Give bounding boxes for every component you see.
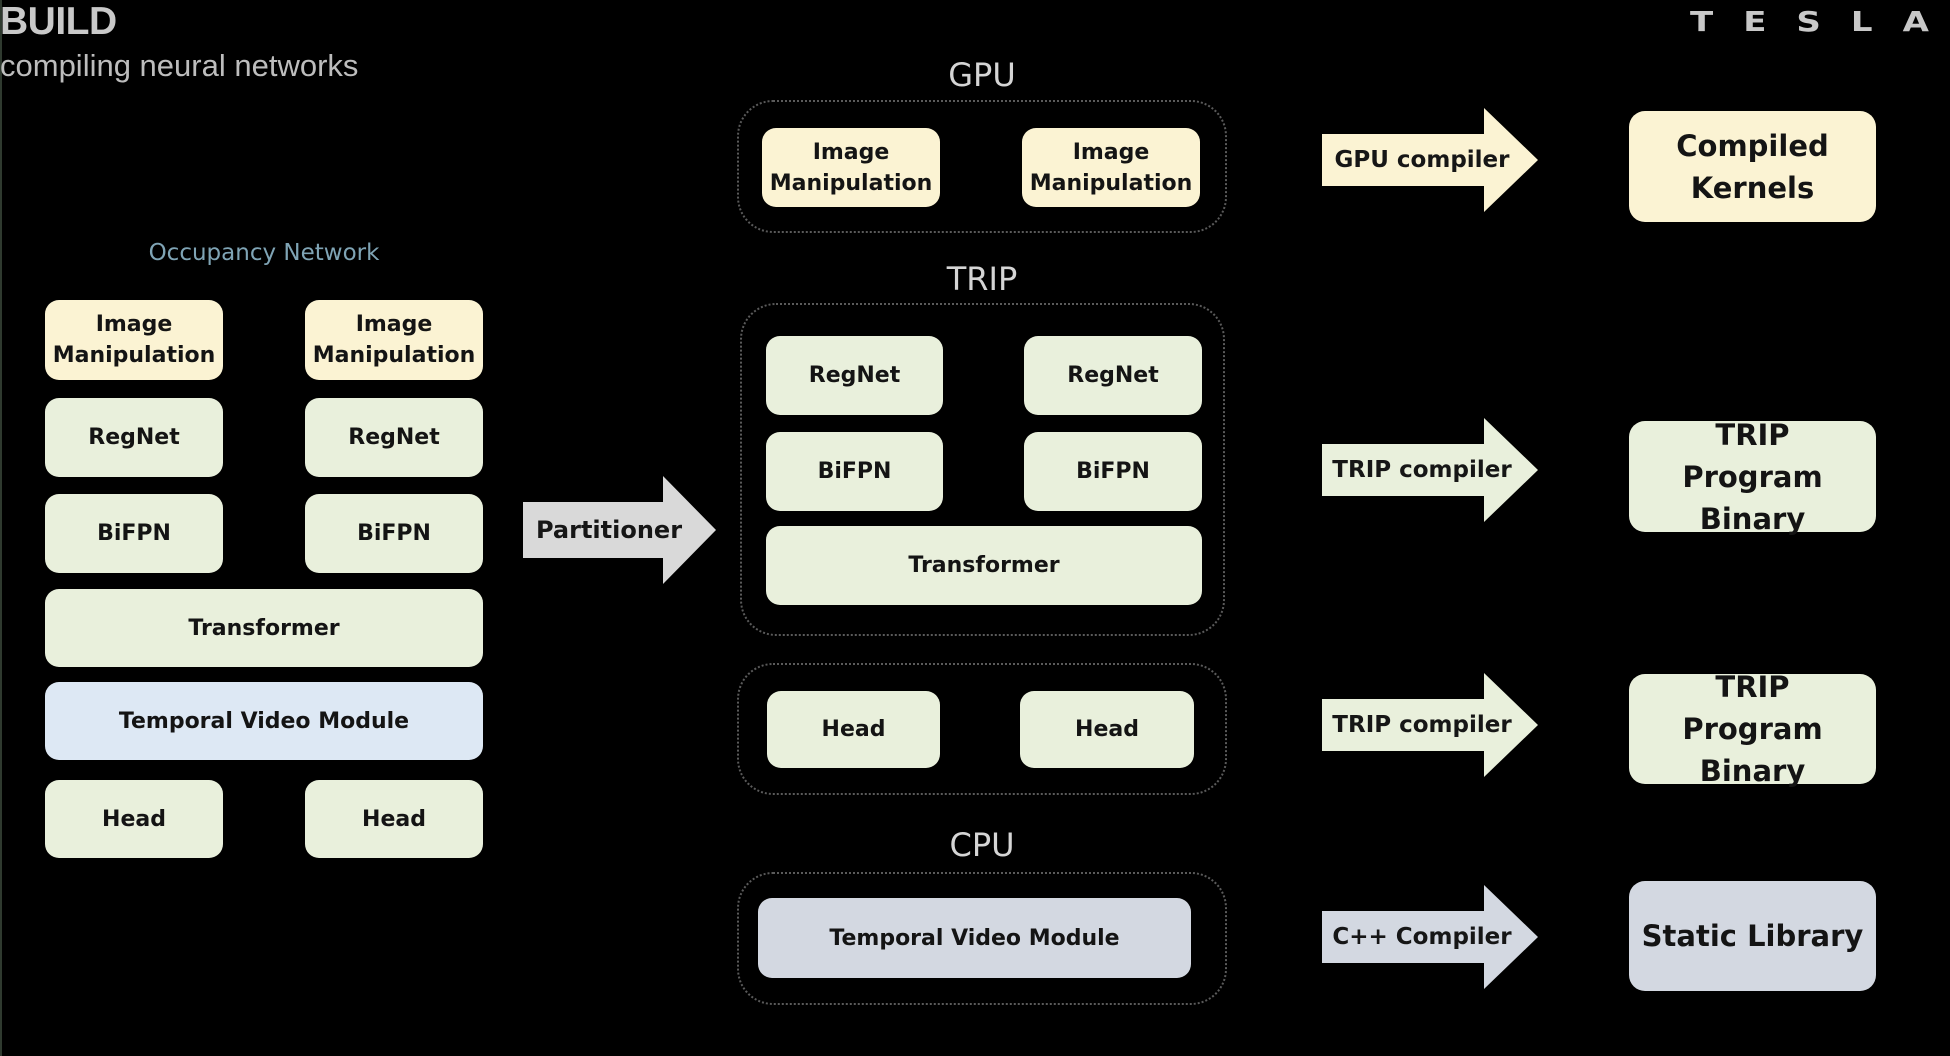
slide-subtitle: compiling neural networks — [0, 48, 359, 83]
tesla-logo: TESLA — [1690, 6, 1950, 38]
trip-heads-partition-container — [737, 663, 1227, 795]
compiled-kernels-output: Compiled Kernels — [1629, 111, 1876, 222]
left-edge-line — [0, 0, 2, 1056]
trip-transformer: Transformer — [766, 526, 1202, 605]
gpu-image-manipulation-right: Image Manipulation — [1022, 128, 1200, 207]
arrow-right-icon — [1322, 885, 1538, 989]
arrow-right-icon — [1322, 673, 1538, 777]
trip-head-right: Head — [1020, 691, 1194, 768]
trip-heads-program-binary-output: TRIP Program Binary — [1629, 670, 1876, 788]
gpu-partition-container — [737, 100, 1227, 233]
occ-temporal-video-module: Temporal Video Module — [45, 682, 483, 760]
gpu-compiler-arrow: GPU compiler — [1322, 108, 1540, 212]
trip-head-left: Head — [767, 691, 940, 768]
trip-bifpn-left: BiFPN — [766, 432, 943, 511]
cpp-compiler-label: C++ Compiler — [1332, 924, 1512, 950]
cpp-compiler-arrow: C++ Compiler — [1322, 885, 1540, 989]
cpu-temporal-video-module: Temporal Video Module — [758, 898, 1191, 978]
trip-compiler-label: TRIP compiler — [1332, 457, 1512, 483]
occ-head-left: Head — [45, 780, 223, 858]
arrow-right-icon — [1322, 418, 1538, 522]
partitioner-label: Partitioner — [535, 516, 683, 544]
occ-regnet-left: RegNet — [45, 398, 223, 477]
trip-regnet-right: RegNet — [1024, 336, 1202, 415]
trip-program-binary-output: TRIP Program Binary — [1629, 418, 1876, 536]
trip-compiler-arrow: TRIP compiler — [1322, 418, 1540, 522]
cpu-partition-container — [737, 872, 1227, 1005]
trip-regnet-left: RegNet — [766, 336, 943, 415]
gpu-label: GPU — [948, 56, 1016, 94]
occ-bifpn-left: BiFPN — [45, 494, 223, 573]
gpu-compiler-label: GPU compiler — [1334, 147, 1510, 173]
occ-transformer: Transformer — [45, 589, 483, 667]
occupancy-network-label: Occupancy Network — [148, 240, 380, 266]
arrow-right-icon — [1322, 108, 1538, 212]
trip-bifpn-right: BiFPN — [1024, 432, 1202, 511]
cpu-label: CPU — [949, 826, 1015, 864]
trip-label: TRIP — [946, 260, 1018, 298]
slide-title: BUILD — [0, 0, 117, 43]
trip-heads-compiler-arrow: TRIP compiler — [1322, 673, 1540, 777]
occ-regnet-right: RegNet — [305, 398, 483, 477]
gpu-image-manipulation-left: Image Manipulation — [762, 128, 940, 207]
occ-bifpn-right: BiFPN — [305, 494, 483, 573]
trip-partition-container — [740, 303, 1225, 636]
partitioner-arrow: Partitioner — [523, 476, 717, 584]
occ-image-manipulation-left: Image Manipulation — [45, 300, 223, 380]
trip-heads-compiler-label: TRIP compiler — [1332, 712, 1512, 738]
arrow-right-icon — [523, 476, 716, 584]
occ-image-manipulation-right: Image Manipulation — [305, 300, 483, 380]
static-library-output: Static Library — [1629, 881, 1876, 991]
occ-head-right: Head — [305, 780, 483, 858]
